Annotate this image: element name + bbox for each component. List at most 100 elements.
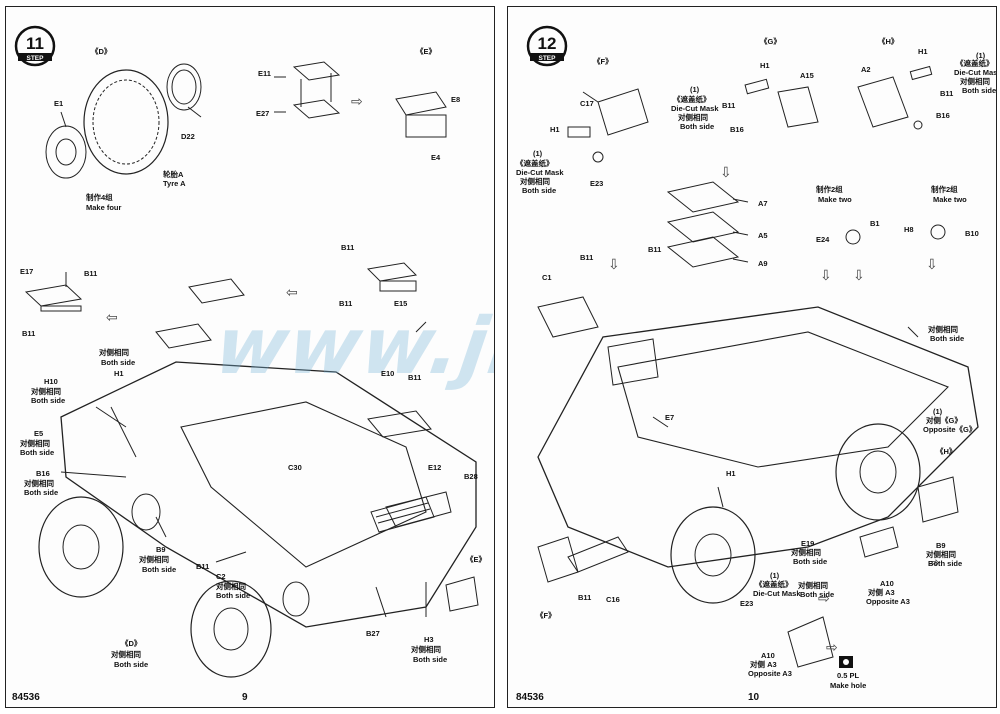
label-B11: B11: [648, 245, 662, 254]
svg-text:⇩: ⇩: [926, 256, 938, 272]
page-number: 10: [748, 692, 760, 703]
label-H10: H10: [44, 377, 58, 386]
label-H-right: 《H》: [936, 447, 957, 456]
label-D-bottom: 《D》: [121, 639, 142, 648]
label-opposite-a3-en: Opposite A3: [866, 597, 910, 606]
label-both-side-en: Both side: [930, 334, 965, 343]
label-both-side-cn: 对侧相同: [99, 348, 129, 357]
svg-text:⇦: ⇦: [286, 284, 298, 300]
assembly-drawing-step11: ⇨ ⇦ ⇦: [24, 61, 479, 678]
label-C16: C16: [606, 595, 620, 604]
label-E1: E1: [54, 99, 64, 108]
step-badge-11: 11 STEP: [14, 25, 56, 67]
label-both-side-en: Both side: [101, 358, 136, 367]
label-both-side-en: Both side: [928, 559, 963, 568]
label-B11: B11: [580, 253, 594, 262]
label-mask-en: Die-Cut Mask: [671, 104, 719, 113]
label-B11: B11: [84, 269, 98, 278]
label-E8: E8: [451, 95, 461, 104]
step-word: STEP: [539, 55, 557, 62]
label-both-side-en: Both side: [680, 122, 715, 131]
label-mask-cn: 《遮盖纸》: [956, 59, 994, 68]
label-E23: E23: [590, 179, 604, 188]
label-both-side-en: Both side: [522, 186, 557, 195]
label-both-side-cn: 对侧相同: [678, 113, 708, 122]
label-make4-cn: 制作4组: [86, 193, 113, 202]
svg-text:⇨: ⇨: [818, 590, 830, 606]
label-B9: B9: [936, 541, 946, 550]
svg-text:⇦: ⇦: [106, 309, 118, 325]
label-mask-cn: 《遮盖纸》: [673, 95, 711, 104]
label-both-side-cn: 对侧相同: [31, 387, 61, 396]
label-both-side-en: Both side: [31, 396, 66, 405]
label-A15: A15: [800, 71, 814, 80]
label-H1: H1: [726, 469, 736, 478]
label-E7: E7: [665, 413, 675, 422]
svg-text:⇩: ⇩: [608, 256, 620, 272]
label-B11: B11: [940, 89, 954, 98]
step-number: 11: [26, 34, 44, 53]
label-both-side-cn: 对侧相同: [20, 439, 50, 448]
label-both-side-cn: 对侧相同: [520, 177, 550, 186]
step-badge-12: 12 STEP: [526, 25, 568, 67]
label-make4-en: Make four: [86, 203, 122, 212]
drill-icon: [839, 656, 853, 668]
label-A5: A5: [758, 231, 768, 240]
label-E: 《E》: [416, 47, 437, 56]
label-mask-en: Die-Cut Mask: [954, 68, 997, 77]
label-F-bottom: 《F》: [536, 611, 556, 620]
label-both-side-cn: 对侧相同: [139, 555, 169, 564]
label-both-side-cn: 对侧相同: [24, 479, 54, 488]
label-A7: A7: [758, 199, 768, 208]
label-both-side-cn: 对侧相同: [411, 645, 441, 654]
label-G: 《G》: [760, 37, 781, 46]
label-E24: E24: [816, 235, 830, 244]
label-A2: A2: [861, 65, 871, 74]
label-B9: B9: [156, 545, 166, 554]
watermark: www.jmodels.net: [209, 302, 495, 392]
label-H1: H1: [760, 61, 770, 70]
label-mask-cn: 《遮盖纸》: [755, 580, 793, 589]
label-make-two-cn: 制作2组: [816, 185, 843, 194]
label-mask-num: (1): [976, 51, 986, 60]
label-C1: C1: [542, 273, 552, 282]
label-both-side-cn: 对侧相同: [791, 548, 821, 557]
label-both-side-en: Both side: [20, 448, 55, 457]
label-H3: H3: [424, 635, 434, 644]
label-B16: B16: [36, 469, 50, 478]
label-tyre-en: Tyre A: [163, 179, 186, 188]
label-F: 《F》: [593, 57, 613, 66]
label-both-side-cn: 对侧相同: [798, 581, 828, 590]
svg-text:⇩: ⇩: [820, 267, 832, 283]
label-E27: E27: [256, 109, 270, 118]
label-opposite-a3-cn: 对侧 A3: [750, 660, 777, 669]
label-D: 《D》: [91, 47, 112, 56]
label-C2: C2: [216, 572, 226, 581]
label-B16: B16: [730, 125, 744, 134]
label-both-side-en: Both side: [114, 660, 149, 669]
label-both-side-cn: 对侧相同: [960, 77, 990, 86]
label-E4: E4: [431, 153, 441, 162]
label-E-bottom: 《E》: [466, 555, 487, 564]
svg-text:⇨: ⇨: [928, 554, 940, 570]
label-A10: A10: [880, 579, 894, 588]
label-C17: C17: [580, 99, 594, 108]
instruction-page-right: 12 STEP: [507, 6, 997, 708]
label-H8: H8: [904, 225, 914, 234]
label-both-side-en: Both side: [793, 557, 828, 566]
label-B1: B1: [870, 219, 880, 228]
label-A10: A10: [761, 651, 775, 660]
label-E5: E5: [34, 429, 44, 438]
label-opposite-en: Opposite《G》: [923, 425, 977, 434]
label-mask-en: Die-Cut Mask: [753, 589, 801, 598]
label-make-two-cn: 制作2组: [931, 185, 958, 194]
label-both-side-cn: 对侧相同: [928, 325, 958, 334]
label-E12: E12: [428, 463, 442, 472]
label-mask-en: Die-Cut Mask: [516, 168, 564, 177]
label-E15: E15: [394, 299, 408, 308]
label-make-hole: Make hole: [830, 681, 867, 690]
label-tyre-cn: 轮胎A: [163, 170, 184, 179]
label-hole-size: 0.5 PL: [837, 671, 860, 680]
label-B11: B11: [408, 373, 422, 382]
label-A9: A9: [758, 259, 768, 268]
